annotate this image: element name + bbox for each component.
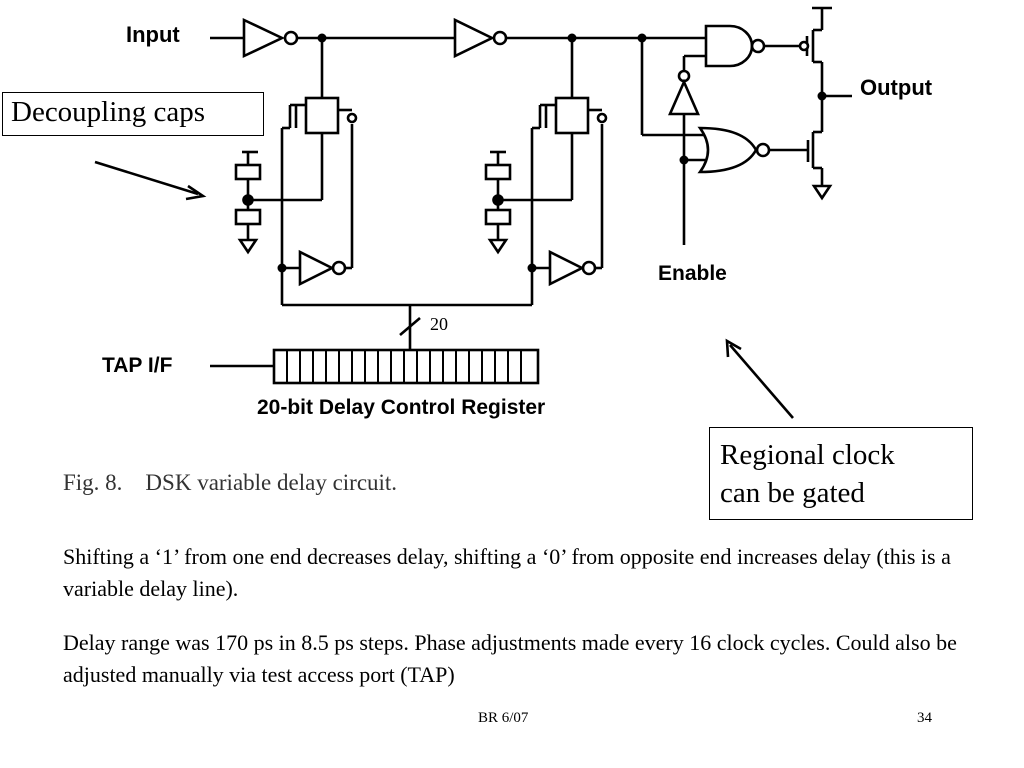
regional-clock-line1: Regional clock — [720, 439, 895, 471]
decoupling-caps-callout: Decoupling caps — [2, 92, 264, 136]
inverter-left — [298, 249, 335, 287]
register-label: 20-bit Delay Control Register — [257, 396, 545, 419]
regional-clock-line2: can be gated — [720, 477, 865, 509]
tap-label: TAP I/F — [102, 354, 173, 377]
body-paragraph-2: Delay range was 170 ps in 8.5 ps steps. … — [63, 630, 957, 687]
page-number: 34 — [917, 710, 932, 726]
buffer-2-gate — [453, 17, 495, 59]
bus-width-label: 20 — [430, 314, 448, 334]
pass-transistor-left — [304, 96, 340, 135]
figure-caption: Fig. 8. DSK variable delay circuit. — [63, 470, 397, 495]
regional-clock-callout: Regional clock can be gated — [709, 427, 973, 520]
body-paragraph-1: Shifting a ‘1’ from one end decreases de… — [63, 544, 951, 601]
input-label: Input — [126, 22, 180, 47]
decoupling-caps-text: Decoupling caps — [11, 96, 206, 128]
buffer-1-gate — [242, 17, 286, 59]
pass-transistor-right — [554, 96, 590, 135]
inverter-right — [548, 249, 585, 287]
nor-gate — [697, 126, 758, 174]
enable-label: Enable — [658, 262, 727, 285]
nand-gate — [704, 24, 754, 68]
enable-inverter — [668, 78, 700, 116]
output-label: Output — [860, 75, 933, 100]
footer-date: BR 6/07 — [478, 710, 529, 726]
